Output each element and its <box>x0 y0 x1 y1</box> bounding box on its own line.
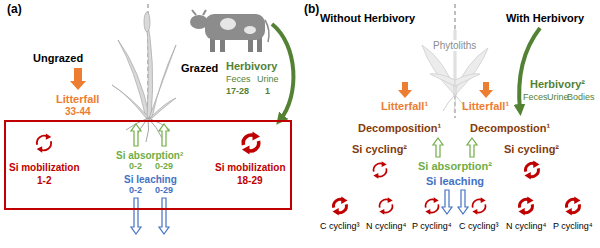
cycle-icon <box>425 197 438 215</box>
plant-leaf <box>453 48 488 95</box>
flux-value: 1 <box>265 87 270 97</box>
cycle-label: N cycling⁴ <box>506 222 546 232</box>
cycle-icon <box>379 197 392 215</box>
flux-component: Feces <box>226 75 251 85</box>
cycle-label: P cycling⁴ <box>412 222 452 232</box>
grass-leaf <box>149 45 176 118</box>
absorption-arrow <box>159 124 169 146</box>
litterfall-arrow <box>398 82 412 98</box>
cow-patch <box>220 18 236 30</box>
process-label: Si cycling² <box>352 143 407 155</box>
plant-label: Phytoliths <box>431 40 478 51</box>
cycle-icon <box>566 196 581 215</box>
cow-illustration <box>190 10 269 52</box>
process-label: Litterfall¹ <box>462 100 509 112</box>
cycle-icon <box>519 196 534 215</box>
litterfall-arrow <box>479 82 493 98</box>
absorption-arrow <box>433 138 443 157</box>
root <box>454 95 455 112</box>
absorption-arrow <box>131 124 141 146</box>
leaching-arrow <box>458 190 468 214</box>
cow-tail <box>265 20 269 42</box>
flux-value: 0-2 <box>129 186 142 196</box>
cycle-icon <box>373 161 386 179</box>
cow-body <box>205 14 265 40</box>
cycle-icon <box>525 160 540 179</box>
process-label: Si leaching <box>124 174 177 185</box>
cycle-label: P cycling⁴ <box>553 222 593 232</box>
grass-plant <box>112 12 176 118</box>
flux-value: 0-29 <box>155 186 173 196</box>
grass-leaf <box>150 98 176 118</box>
cycle-icon <box>472 197 485 215</box>
flux-label: Litterfall <box>56 93 99 105</box>
plant-leaf <box>455 74 480 86</box>
column-heading: Ungrazed <box>33 52 83 64</box>
panel-label: (a) <box>7 3 22 16</box>
flux-component: Bodies <box>567 93 595 103</box>
process-label: Si mobilization <box>9 162 80 173</box>
process-label: Si mobilization <box>215 162 286 173</box>
pale-plant <box>422 30 488 95</box>
column-heading: Without Herbivory <box>320 12 415 24</box>
grass-leaf <box>118 40 150 118</box>
leaching-arrow <box>159 198 169 234</box>
process-label: Si leaching <box>426 175 484 187</box>
leaching-arrow <box>442 190 452 214</box>
flux-component: Feces <box>523 93 548 103</box>
plant-leaf <box>422 45 457 95</box>
process-label: Litterfall¹ <box>381 100 428 112</box>
process-label: Si absorption² <box>418 160 492 172</box>
flux-value: 33-44 <box>65 106 91 117</box>
cycle-label: N cycling⁴ <box>366 222 406 232</box>
process-label: Si absorption² <box>116 150 183 161</box>
cycle-icon <box>37 133 52 152</box>
process-label: Si cycling² <box>504 143 559 155</box>
flux-value: 18-29 <box>237 175 263 186</box>
flux-value: 1-2 <box>37 175 51 186</box>
seed-head <box>144 12 150 32</box>
absorption-arrow <box>467 138 477 157</box>
process-label: Herbivory² <box>530 78 585 90</box>
flux-value: 0-29 <box>155 162 173 172</box>
flux-value: 17-28 <box>226 87 249 97</box>
flux-component: Urine <box>547 93 569 103</box>
flux-label: Herbivory <box>226 60 277 72</box>
litterfall-arrow <box>70 68 86 90</box>
cow-head <box>190 15 208 29</box>
flux-value: 0-2 <box>129 162 142 172</box>
cycle-icon <box>333 196 348 215</box>
leaching-arrow <box>131 198 141 234</box>
cow-patch <box>244 26 256 34</box>
panel-label: (b) <box>304 3 319 16</box>
process-label: Decomposition¹ <box>358 122 441 134</box>
divider-line <box>455 4 456 118</box>
cow-horns <box>192 10 206 15</box>
soil-region-box: Si mobilization1-2Si absorption²0-20-29S… <box>4 120 292 210</box>
column-heading: Grazed <box>181 62 218 74</box>
plant-leaf <box>430 74 455 86</box>
root <box>443 95 455 111</box>
grass-leaf <box>112 85 149 118</box>
cycle-icon <box>242 132 260 155</box>
process-label: Decompostion¹ <box>470 122 550 134</box>
column-heading: With Herbivory <box>506 12 584 24</box>
cycle-label: C cycling³ <box>459 222 499 232</box>
flux-component: Urine <box>257 75 279 85</box>
cycle-label: C cycling³ <box>320 222 360 232</box>
